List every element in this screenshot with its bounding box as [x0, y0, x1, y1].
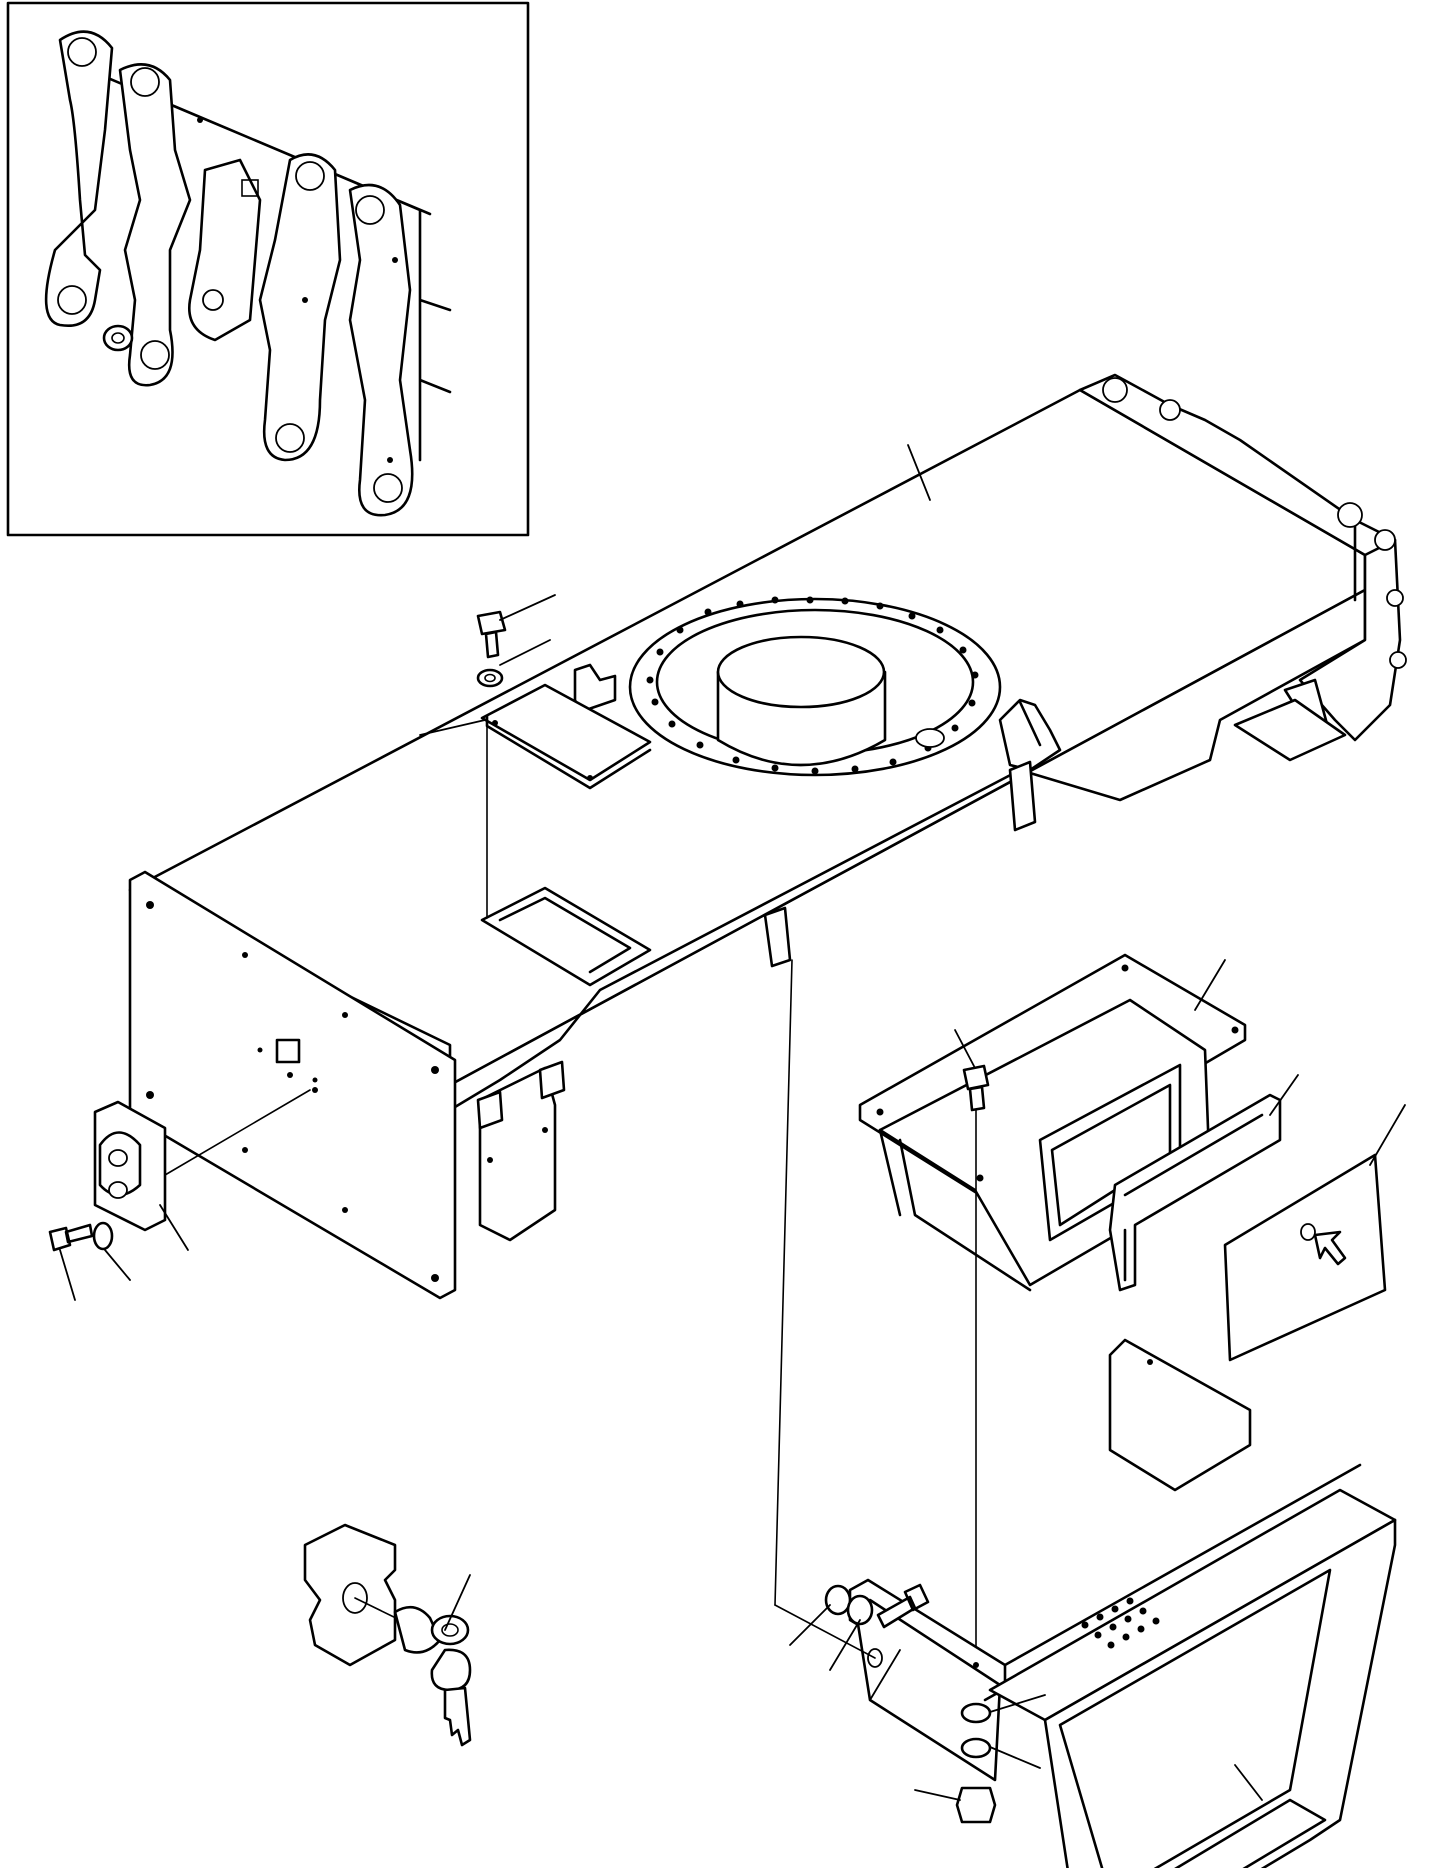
- door-arrow-icon: [1313, 1230, 1347, 1266]
- access-hatch-cover: [480, 683, 652, 782]
- ladder-top-step-holes: [1081, 1597, 1160, 1649]
- inset-border: [6, 1, 530, 537]
- hatch-bolt: [476, 610, 507, 659]
- toolbox-gasket: [1108, 1093, 1282, 1292]
- ladder-washer-1: [824, 1584, 852, 1616]
- lower-fasteners: [955, 1702, 997, 1824]
- ladder-side-rail: [1043, 1518, 1397, 1868]
- inset-link-plate-1: [44, 30, 114, 328]
- slewing-ring-bolt-holes: [646, 596, 979, 775]
- center-tube-top: [716, 635, 886, 709]
- key-icon: [443, 1686, 472, 1747]
- inset-link-plate-3: [187, 158, 262, 342]
- clevis-assembly-line: [164, 1089, 311, 1176]
- rear-plate-socket: [275, 1038, 301, 1064]
- step-ladder-group: [774, 959, 1397, 1868]
- inset-link-plate-5: [348, 183, 414, 517]
- front-bracket: [1233, 698, 1347, 762]
- key-ring: [430, 1648, 472, 1692]
- ladder-bottom-step: [1174, 1798, 1327, 1868]
- ladder-assembly-line: [774, 959, 793, 1606]
- clevis-bracket-group: [48, 1089, 311, 1252]
- inset-link-plate-2: [118, 63, 192, 387]
- toolbox-group: [858, 953, 1387, 1701]
- inset-detail-panel: [6, 1, 530, 537]
- toolbox-door: [1223, 1153, 1387, 1362]
- lower-washer-2: [960, 1737, 992, 1759]
- lug-right: [998, 698, 1062, 772]
- inset-washer: [102, 324, 134, 352]
- inset-link-plate-4: [258, 153, 342, 462]
- toolbox-bolt: [962, 1064, 990, 1112]
- side-block-1: [763, 906, 792, 968]
- main-frame-assembly: [128, 373, 1407, 1300]
- ladder-washer-2: [846, 1594, 874, 1626]
- callout-leaders: [59, 444, 1406, 1801]
- lower-nut: [955, 1786, 997, 1824]
- lock-key-group: [303, 1523, 472, 1747]
- side-block-2: [1008, 760, 1037, 832]
- lower-washer-1: [960, 1702, 992, 1724]
- frame-front-end: [1078, 373, 1402, 742]
- clevis-washer: [92, 1221, 114, 1251]
- clevis-bolt: [48, 1223, 94, 1252]
- ladder-bolt: [876, 1583, 930, 1629]
- hatch-washer: [476, 668, 504, 688]
- ladder-back-plate: [1108, 1338, 1252, 1492]
